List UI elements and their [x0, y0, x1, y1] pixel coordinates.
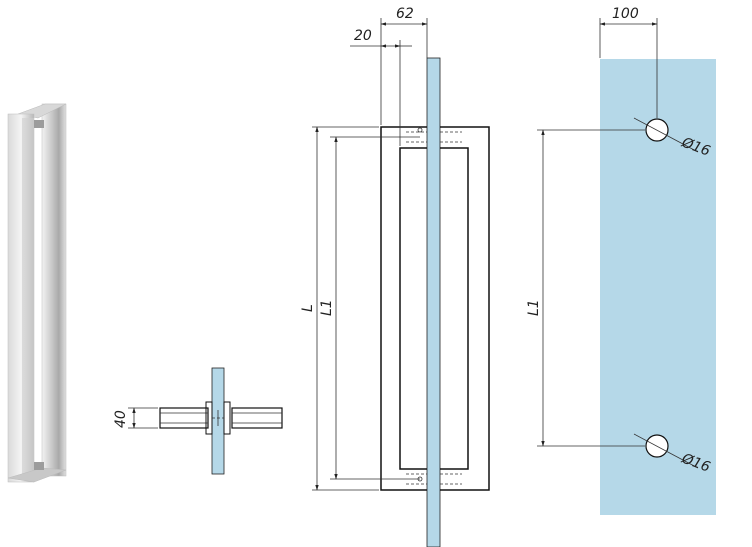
front-view: L L1 62 20	[300, 6, 490, 547]
dim-length-total: L	[300, 304, 316, 312]
section-view: 40	[113, 367, 283, 475]
plate-view: 100 Ø16 Ø16 L1	[526, 6, 716, 515]
dim-section-height: 40	[113, 410, 129, 428]
dim-top-left: 20	[354, 28, 372, 44]
dim-top-right: 62	[396, 6, 414, 22]
glass-front	[426, 57, 441, 547]
dim-length-centers-front: L1	[319, 299, 335, 316]
dim-length-centers-plate: L1	[526, 299, 542, 316]
dim-plate-offset: 100	[612, 6, 639, 22]
handle-photo	[7, 103, 67, 483]
